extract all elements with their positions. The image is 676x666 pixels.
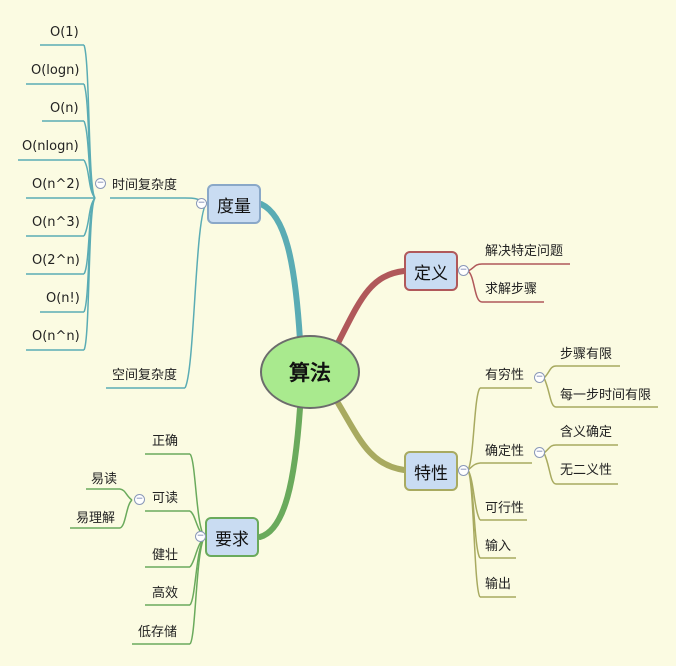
finiteness-item[interactable]: 步骤有限 xyxy=(560,347,613,362)
collapse-readable-icon[interactable]: − xyxy=(134,494,145,505)
collapse-characteristics-icon[interactable]: − xyxy=(458,465,469,476)
topic-definition-label: 定义 xyxy=(414,263,448,284)
low-storage-label[interactable]: 低存储 xyxy=(138,625,178,640)
branch-requirements xyxy=(257,405,303,540)
definition-item[interactable]: 求解步骤 xyxy=(485,282,538,297)
topic-definition[interactable]: 定义 xyxy=(404,251,458,291)
collapse-definition-icon[interactable]: − xyxy=(458,265,469,276)
branch-definition xyxy=(335,268,407,346)
topic-measure-label: 度量 xyxy=(217,196,251,217)
root-node[interactable]: 算法 xyxy=(260,335,360,409)
collapse-time-complexity-icon[interactable]: − xyxy=(95,178,106,189)
efficient-label[interactable]: 高效 xyxy=(152,586,179,601)
definition-item[interactable]: 解决特定问题 xyxy=(485,244,564,259)
readable-label[interactable]: 可读 xyxy=(152,491,179,506)
readable-item[interactable]: 易读 xyxy=(91,472,118,487)
collapse-requirements-icon[interactable]: − xyxy=(195,531,206,542)
correct-label[interactable]: 正确 xyxy=(152,434,179,449)
complexity-item[interactable]: O(n!) xyxy=(46,291,80,306)
root-label: 算法 xyxy=(289,361,331,385)
feasibility-label[interactable]: 可行性 xyxy=(485,501,525,516)
time-complexity-label[interactable]: 时间复杂度 xyxy=(112,178,178,193)
readable-item[interactable]: 易理解 xyxy=(76,511,116,526)
input-label[interactable]: 输入 xyxy=(485,539,512,554)
branch-characteristics xyxy=(335,400,407,473)
complexity-item[interactable]: O(2^n) xyxy=(32,253,80,268)
robust-label[interactable]: 健壮 xyxy=(152,548,179,563)
collapse-measure-icon[interactable]: − xyxy=(196,198,207,209)
complexity-item[interactable]: O(n^n) xyxy=(32,329,80,344)
output-label[interactable]: 输出 xyxy=(485,577,512,592)
topic-measure[interactable]: 度量 xyxy=(207,184,261,224)
space-complexity-label[interactable]: 空间复杂度 xyxy=(112,368,178,383)
collapse-finiteness-icon[interactable]: − xyxy=(534,372,545,383)
finiteness-label[interactable]: 有穷性 xyxy=(485,368,525,383)
determinism-item[interactable]: 含义确定 xyxy=(560,425,613,440)
topic-characteristics[interactable]: 特性 xyxy=(404,451,458,491)
determinism-label[interactable]: 确定性 xyxy=(485,444,525,459)
topic-requirements-label: 要求 xyxy=(215,529,249,550)
complexity-item[interactable]: O(n) xyxy=(50,101,79,116)
collapse-determinism-icon[interactable]: − xyxy=(534,447,545,458)
finiteness-item[interactable]: 每一步时间有限 xyxy=(560,388,652,403)
determinism-item[interactable]: 无二义性 xyxy=(560,463,613,478)
topic-requirements[interactable]: 要求 xyxy=(205,517,259,557)
branch-measure xyxy=(258,201,303,343)
complexity-item[interactable]: O(nlogn) xyxy=(22,139,79,154)
complexity-item[interactable]: O(n^3) xyxy=(32,215,80,230)
complexity-item[interactable]: O(1) xyxy=(50,25,79,40)
complexity-item[interactable]: O(n^2) xyxy=(32,177,80,192)
topic-characteristics-label: 特性 xyxy=(414,463,448,484)
complexity-item[interactable]: O(logn) xyxy=(31,63,80,78)
